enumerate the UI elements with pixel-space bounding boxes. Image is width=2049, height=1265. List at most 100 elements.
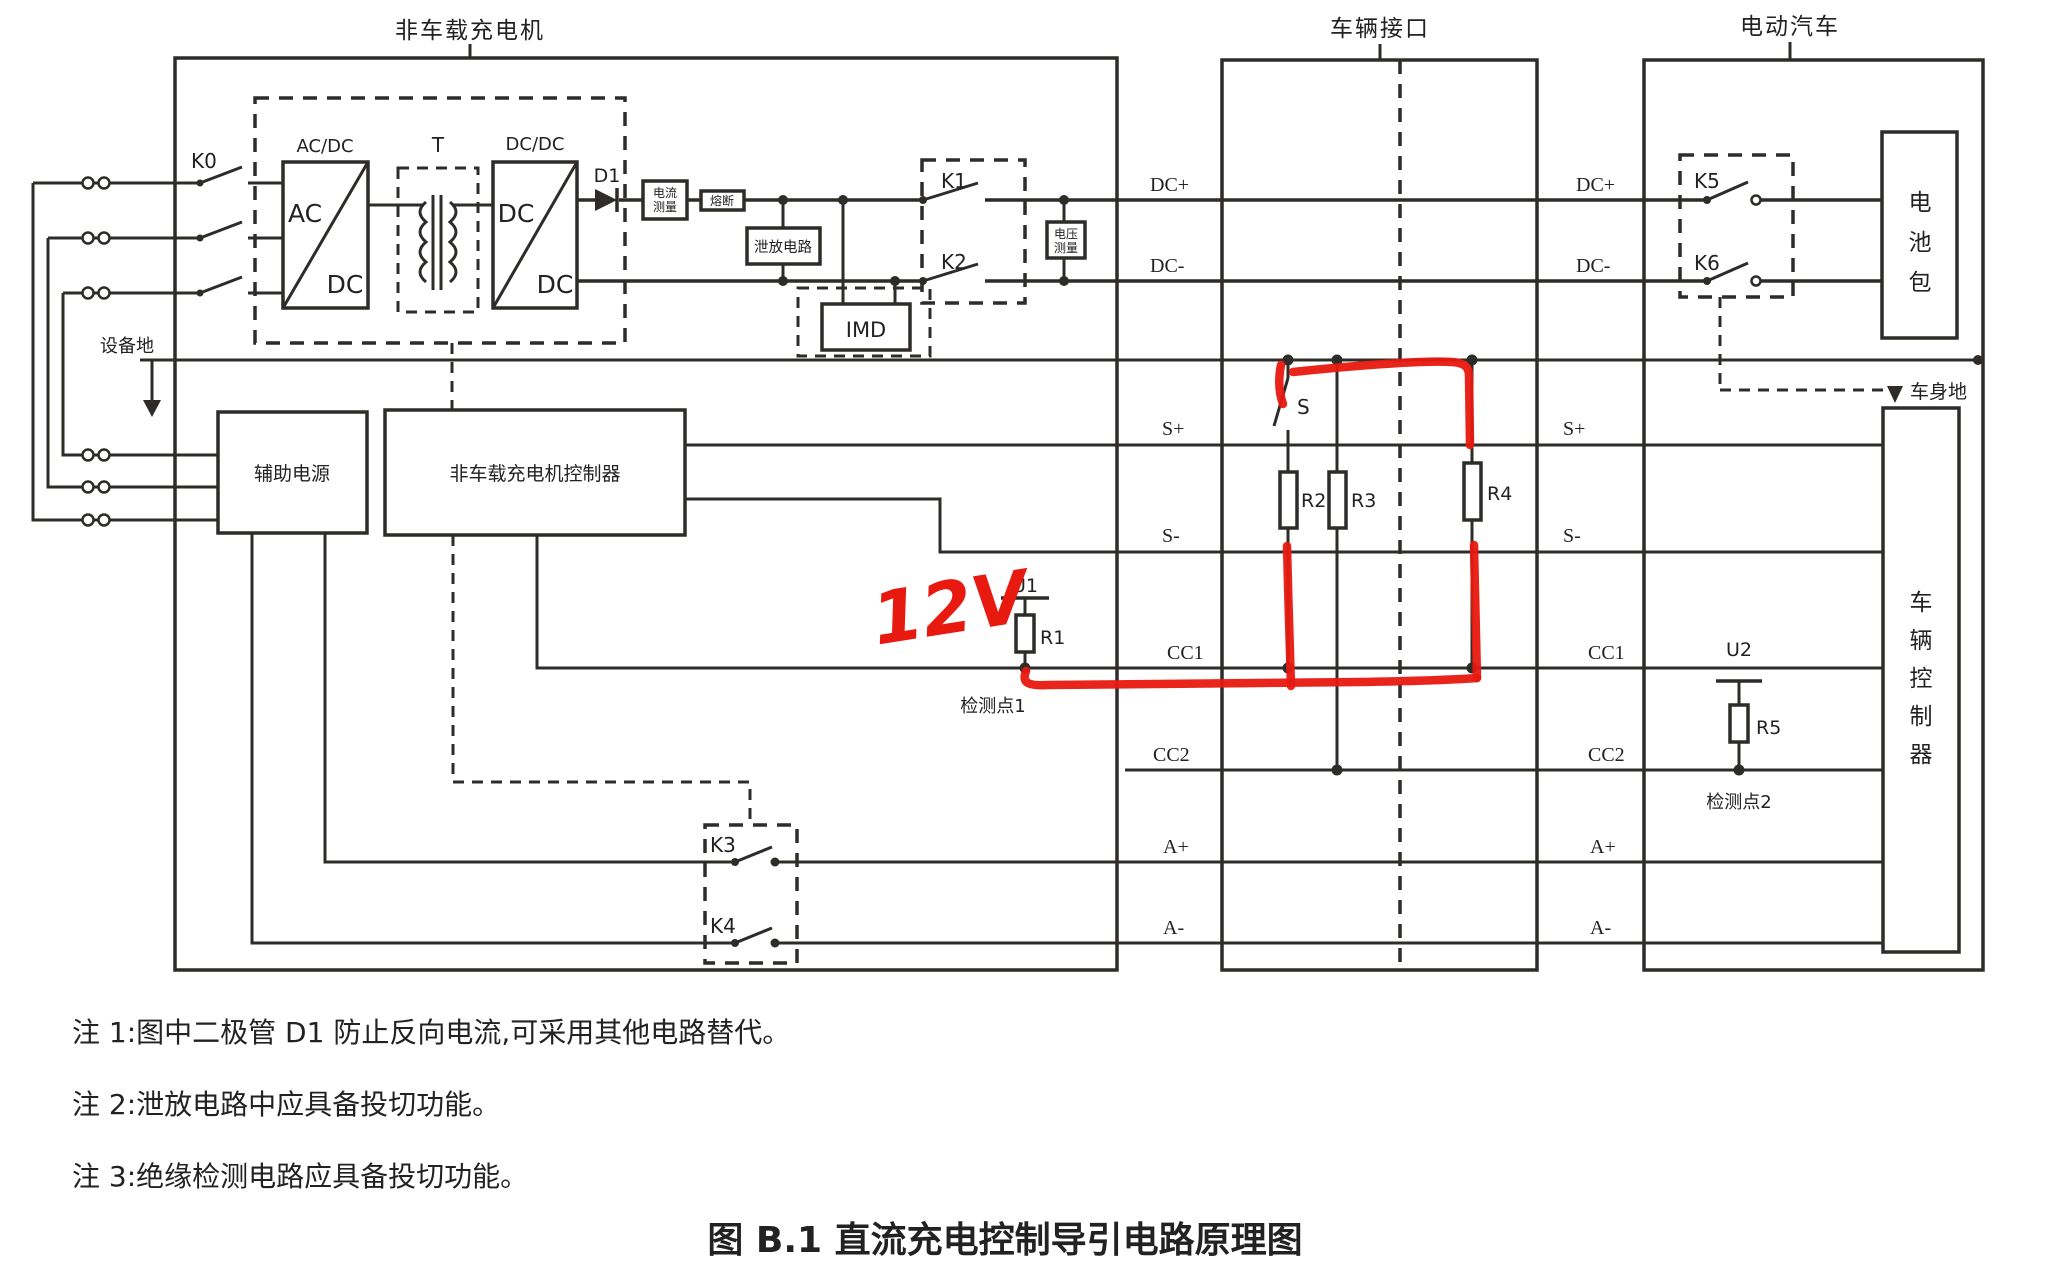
equipment-ground-label: 设备地 <box>100 336 154 357</box>
output-chain: D1 电流测量 熔断 泄放电路 IMD K1 K2 <box>594 158 1087 358</box>
a-plus-label-right: A+ <box>1590 836 1616 858</box>
red-stroke-below-r4 <box>1469 540 1482 683</box>
note-1: 注 1:图中二极管 D1 防止反向电流,可采用其他电路替代。 <box>72 1016 790 1049</box>
ev-header: 电动汽车 <box>1740 14 1840 40</box>
cc1-label-left: CC1 <box>1167 642 1204 664</box>
body-ground-label: 车身地 <box>1910 381 1967 403</box>
body-ground-dashed-link <box>1718 297 1888 392</box>
d1-label: D1 <box>594 165 621 187</box>
dc-plus-label-right: DC+ <box>1576 174 1615 196</box>
svg-text:DC: DC <box>498 199 535 228</box>
converter-group: AC DC AC/DC T DC DC DC/DC <box>253 96 627 410</box>
k2-switch <box>922 262 979 283</box>
plug-contact-pairs <box>81 176 111 527</box>
body-ground-arrow-icon <box>1887 386 1903 403</box>
red-stroke-below-r2 <box>1282 541 1296 691</box>
resistor-r5 <box>1728 703 1750 744</box>
k6-label: K6 <box>1694 251 1720 275</box>
detection-circuit-2: U2 R5 检测点2 <box>1706 639 1781 813</box>
charger-low-voltage: 辅助电源 非车载充电机控制器 K3 K4 <box>216 408 1883 965</box>
k5-label: K5 <box>1694 169 1720 193</box>
ev-side: K5 K6 车身地 电池包 车辆控制器 <box>1678 130 1967 954</box>
imd: IMD <box>796 286 932 358</box>
svg-text:电池包: 电池包 <box>1909 190 1932 296</box>
bleed-circuit-box: 泄放电路 <box>745 226 822 266</box>
primary-winding <box>418 200 429 284</box>
a-plus-label-left: A+ <box>1163 836 1189 858</box>
k2-label: K2 <box>941 250 967 274</box>
a-minus-label-right: A- <box>1590 917 1611 939</box>
transformer-t: T <box>368 133 493 314</box>
red-trace-cc1 <box>1020 666 1482 690</box>
k4-label: K4 <box>710 914 736 938</box>
header-ticks <box>468 42 1792 60</box>
dc-minus-label-left: DC- <box>1150 255 1184 277</box>
note-3: 注 3:绝缘检测电路应具备投切功能。 <box>72 1160 528 1193</box>
k1k2-dashed-box <box>920 158 1027 305</box>
diode-d1: D1 <box>594 165 621 212</box>
t-label: T <box>431 133 445 157</box>
r1-label: R1 <box>1040 627 1065 649</box>
s-minus-label-right: S- <box>1563 525 1581 547</box>
notes-block: 注 1:图中二极管 D1 防止反向电流,可采用其他电路替代。 注 2:泄放电路中… <box>72 1016 1303 1261</box>
dc-plus-label-left: DC+ <box>1150 174 1189 196</box>
svg-text:DC: DC <box>327 270 364 299</box>
dcdc-label: DC/DC <box>506 134 565 155</box>
cc1-label-right: CC1 <box>1588 642 1625 664</box>
svg-text:DC: DC <box>537 270 574 299</box>
resistor-r1 <box>1014 613 1036 654</box>
resistor-r2 <box>1278 470 1299 530</box>
acdc-label: AC/DC <box>296 136 353 157</box>
imd-label: IMD <box>846 318 886 342</box>
battery-pack-box: 电池包 <box>1880 130 1959 340</box>
k0-label: K0 <box>191 149 217 173</box>
protective-earth: 设备地 <box>100 336 1983 417</box>
k1-switch <box>922 181 979 202</box>
acdc-converter: AC DC AC/DC <box>281 136 370 310</box>
k0-switch-blades <box>199 165 243 295</box>
transformer-dashed-box <box>396 166 480 314</box>
cc2-label-left: CC2 <box>1153 744 1190 766</box>
k3-switch <box>734 845 773 864</box>
aux-feed-rails <box>31 183 218 522</box>
insulation-detect-dashed-enclosure <box>796 286 932 358</box>
k3k4-dashed-box <box>703 823 799 965</box>
section-headers: 非车载充电机 车辆接口 电动汽车 <box>395 14 1840 44</box>
detection-point-2-label: 检测点2 <box>1706 792 1771 813</box>
k1-label: K1 <box>941 169 967 193</box>
s-plus-label-left: S+ <box>1162 418 1184 440</box>
svg-text:电流测量: 电流测量 <box>653 186 677 214</box>
svg-text:电压测量: 电压测量 <box>1054 227 1078 255</box>
r3-label: R3 <box>1351 490 1376 512</box>
transformer-core <box>431 195 443 290</box>
r4-label: R4 <box>1487 483 1512 505</box>
k3-label: K3 <box>710 833 736 857</box>
secondary-winding <box>447 200 458 284</box>
wire-labels-right: DC+ DC- S+ S- CC1 CC2 A+ A- <box>1563 174 1625 939</box>
s-minus-label-left: S- <box>1162 525 1180 547</box>
voltage-measure-box: 电压测量 <box>1045 220 1087 260</box>
aux-power-box: 辅助电源 <box>216 410 369 535</box>
svg-text:AC: AC <box>288 199 322 228</box>
controller-k3k4-control-link <box>451 535 752 825</box>
k4-switch <box>734 926 773 945</box>
figure-caption: 图 B.1 直流充电控制导引电路原理图 <box>707 1220 1302 1261</box>
aux-output-wires <box>250 533 735 945</box>
dcdc-converter: DC DC DC/DC <box>491 134 579 310</box>
svg-text:熔断: 熔断 <box>710 193 734 208</box>
k3-k4-contactors: K3 K4 <box>703 823 799 965</box>
a-minus-label-left: A- <box>1163 917 1184 939</box>
svg-text:泄放电路: 泄放电路 <box>754 239 812 256</box>
body-ground: 车身地 <box>1718 297 1967 403</box>
s-plus-label-right: S+ <box>1563 418 1585 440</box>
ac-input: K0 <box>31 149 283 527</box>
r5-label: R5 <box>1756 717 1781 739</box>
ac-phase-wires <box>33 181 283 295</box>
r2-label: R2 <box>1301 490 1326 512</box>
charger-controller-box: 非车载充电机控制器 <box>383 408 687 537</box>
interface-header: 车辆接口 <box>1330 16 1430 42</box>
k5-k6-contactors: K5 K6 <box>1678 153 1795 299</box>
wire-labels-left: DC+ DC- S+ S- CC1 CC2 A+ A- <box>1150 174 1204 939</box>
